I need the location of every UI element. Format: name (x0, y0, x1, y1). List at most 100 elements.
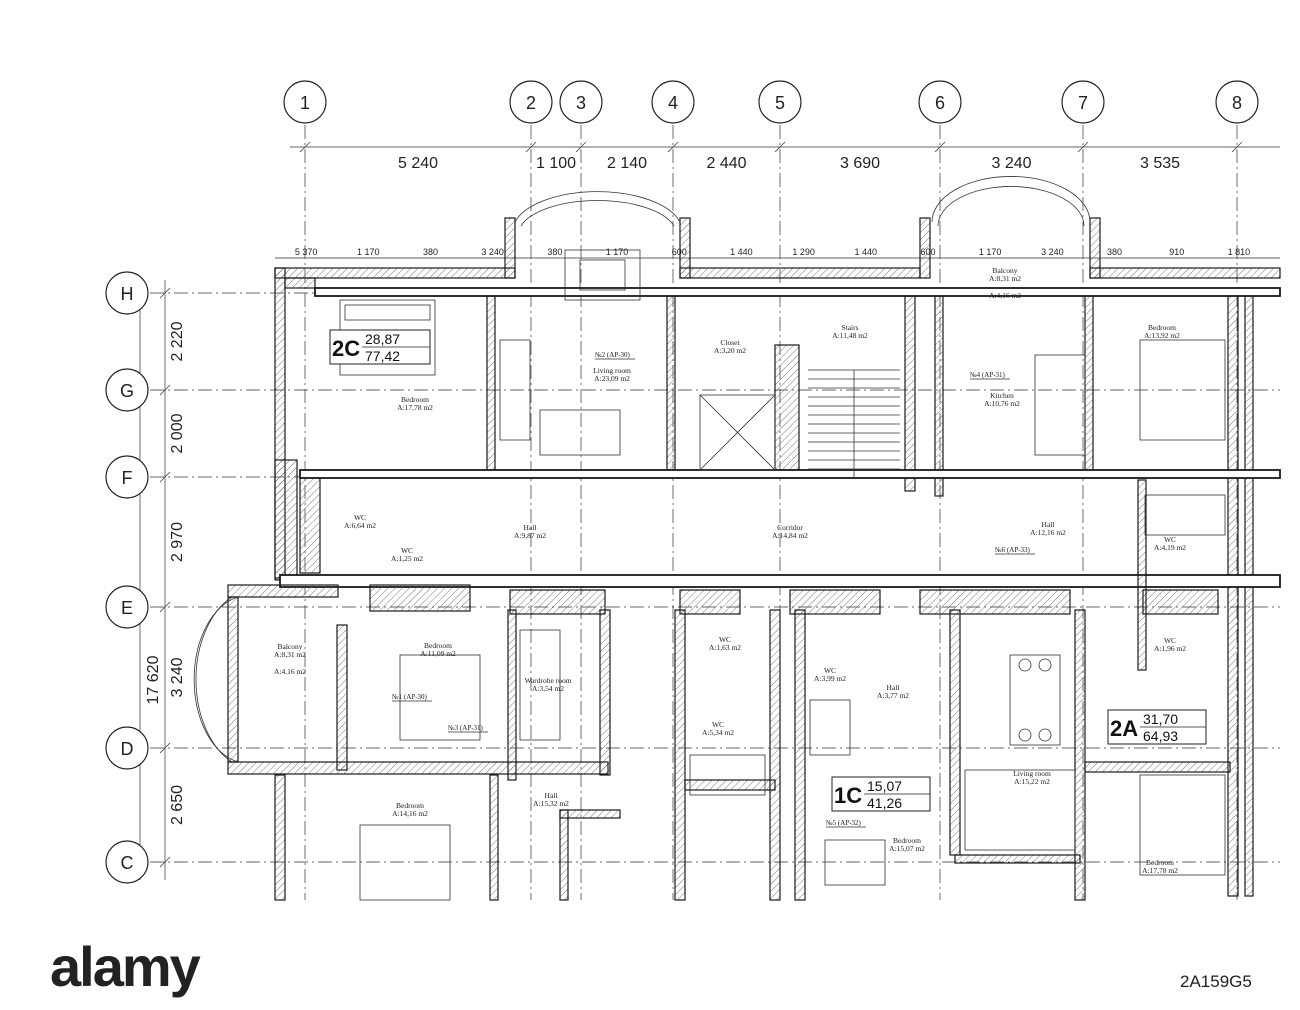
room-area: A:3,54 m2 (532, 684, 564, 693)
grid-label-col-3: 3 (576, 93, 586, 113)
grid-label-col-7: 7 (1078, 93, 1088, 113)
grid-bubble-col-4 (651, 80, 695, 124)
grid-bubble-row-E (105, 585, 149, 629)
apartment-area-1: 31,70 (1143, 711, 1178, 727)
room-area: A:3,77 m2 (877, 691, 909, 700)
top-wall-dimension: 380 (423, 247, 438, 257)
grid-bubble-col-2 (509, 80, 553, 124)
room-area: A:4,16 m2 (989, 291, 1021, 300)
dimension-tick (934, 141, 946, 153)
grid-label-row-D: D (121, 739, 134, 759)
room-name: Bedroom (424, 641, 452, 650)
grid-bubble-row-D (105, 726, 149, 770)
section-note: №3 (AP-31) (448, 724, 484, 732)
room-name: Hall (545, 791, 558, 800)
grid-label-col-1: 1 (300, 93, 310, 113)
dimension-tick (159, 287, 171, 299)
room-name: Closet (720, 338, 740, 347)
room-name: WC (824, 666, 836, 675)
footer-logo: alamy (50, 935, 201, 998)
dimension-tick (299, 141, 311, 153)
grid-label-row-G: G (120, 381, 134, 401)
room-area: A:11,09 m2 (420, 649, 456, 658)
grid-bubble-row-G (105, 368, 149, 412)
room-name: Bedroom (1148, 323, 1176, 332)
column-dimension: 3 535 (1140, 155, 1180, 172)
room-name: WC (719, 635, 731, 644)
top-wall-dimension: 600 (672, 247, 687, 257)
room-name: Balcony (993, 266, 1018, 275)
section-note: №1 (AP-30) (392, 693, 428, 701)
grid-label-row-C: C (121, 853, 134, 873)
room-name: Kitchen (990, 391, 1014, 400)
column-dimension: 1 100 (536, 155, 576, 172)
column-dimension: 3 690 (840, 155, 880, 172)
grid-label-col-5: 5 (775, 93, 785, 113)
room-name: Bedroom (396, 801, 424, 810)
dimension-tick (774, 141, 786, 153)
grid-label-col-6: 6 (935, 93, 945, 113)
room-area: A:9,87 m2 (514, 531, 546, 540)
room-area: A:13,92 m2 (1144, 331, 1180, 340)
dimension-tick (159, 742, 171, 754)
row-dimension: 2 650 (169, 785, 186, 825)
grid-bubble-col-8 (1215, 80, 1259, 124)
top-wall-dimension: 3 240 (1041, 247, 1064, 257)
room-area: A:1,25 m2 (391, 554, 423, 563)
room-name: WC (354, 513, 366, 522)
grid-label-row-E: E (121, 598, 133, 618)
room-area: A:15,22 m2 (1014, 777, 1050, 786)
overall-dimension: 17 620 (145, 655, 162, 704)
room-area: A:11,48 m2 (832, 331, 868, 340)
apartment-area-2: 41,26 (867, 795, 902, 811)
row-dimension: 2 220 (169, 321, 186, 361)
top-wall-dimension: 1 440 (855, 247, 878, 257)
room-name: Balcony (278, 642, 303, 651)
top-wall-dimension: 1 170 (979, 247, 1002, 257)
room-name: Hall (887, 683, 900, 692)
row-dimension: 2 970 (169, 522, 186, 562)
top-wall-dimension: 3 240 (481, 247, 504, 257)
column-dimension: 3 240 (991, 155, 1031, 172)
grid-bubble-col-1 (283, 80, 327, 124)
apartment-code: 2C (332, 336, 360, 361)
room-area: A:17,78 m2 (397, 403, 433, 412)
room-name: WC (1164, 636, 1176, 645)
grid-label-col-2: 2 (526, 93, 536, 113)
apartment-area-1: 15,07 (867, 778, 902, 794)
room-area: A:17,78 m2 (1142, 866, 1178, 875)
room-area: A:4,16 m2 (274, 667, 306, 676)
grid-label-col-8: 8 (1232, 93, 1242, 113)
room-area: A:12,16 m2 (1030, 528, 1066, 537)
room-name: WC (401, 546, 413, 555)
room-area: A:14,16 m2 (392, 809, 428, 818)
room-name: Living room (593, 366, 631, 375)
room-area: A:14,84 m2 (772, 531, 808, 540)
section-note: №2 (AP-30) (595, 351, 631, 359)
top-wall-dimension: 380 (1107, 247, 1122, 257)
room-area: A:6,64 m2 (344, 521, 376, 530)
top-wall-dimension: 380 (547, 247, 562, 257)
footer-image-id: 2A159G5 (1180, 972, 1252, 991)
grid-bubble-row-F (105, 455, 149, 499)
room-name: Bedroom (893, 836, 921, 845)
grid-label-row-F: F (122, 468, 133, 488)
room-area: A:8,31 m2 (274, 650, 306, 659)
room-area: A:8,31 m2 (989, 274, 1021, 283)
grid-bubble-row-H (105, 271, 149, 315)
room-name: WC (712, 720, 724, 729)
room-name: Bedroom (1146, 858, 1174, 867)
room-area: A:3,99 m2 (814, 674, 846, 683)
dimension-tick (159, 601, 171, 613)
dimension-tick (159, 856, 171, 868)
dimension-tick (1231, 141, 1243, 153)
dimension-tick (1077, 141, 1089, 153)
grid-bubble-row-C (105, 840, 149, 884)
room-area: A:3,20 m2 (714, 346, 746, 355)
